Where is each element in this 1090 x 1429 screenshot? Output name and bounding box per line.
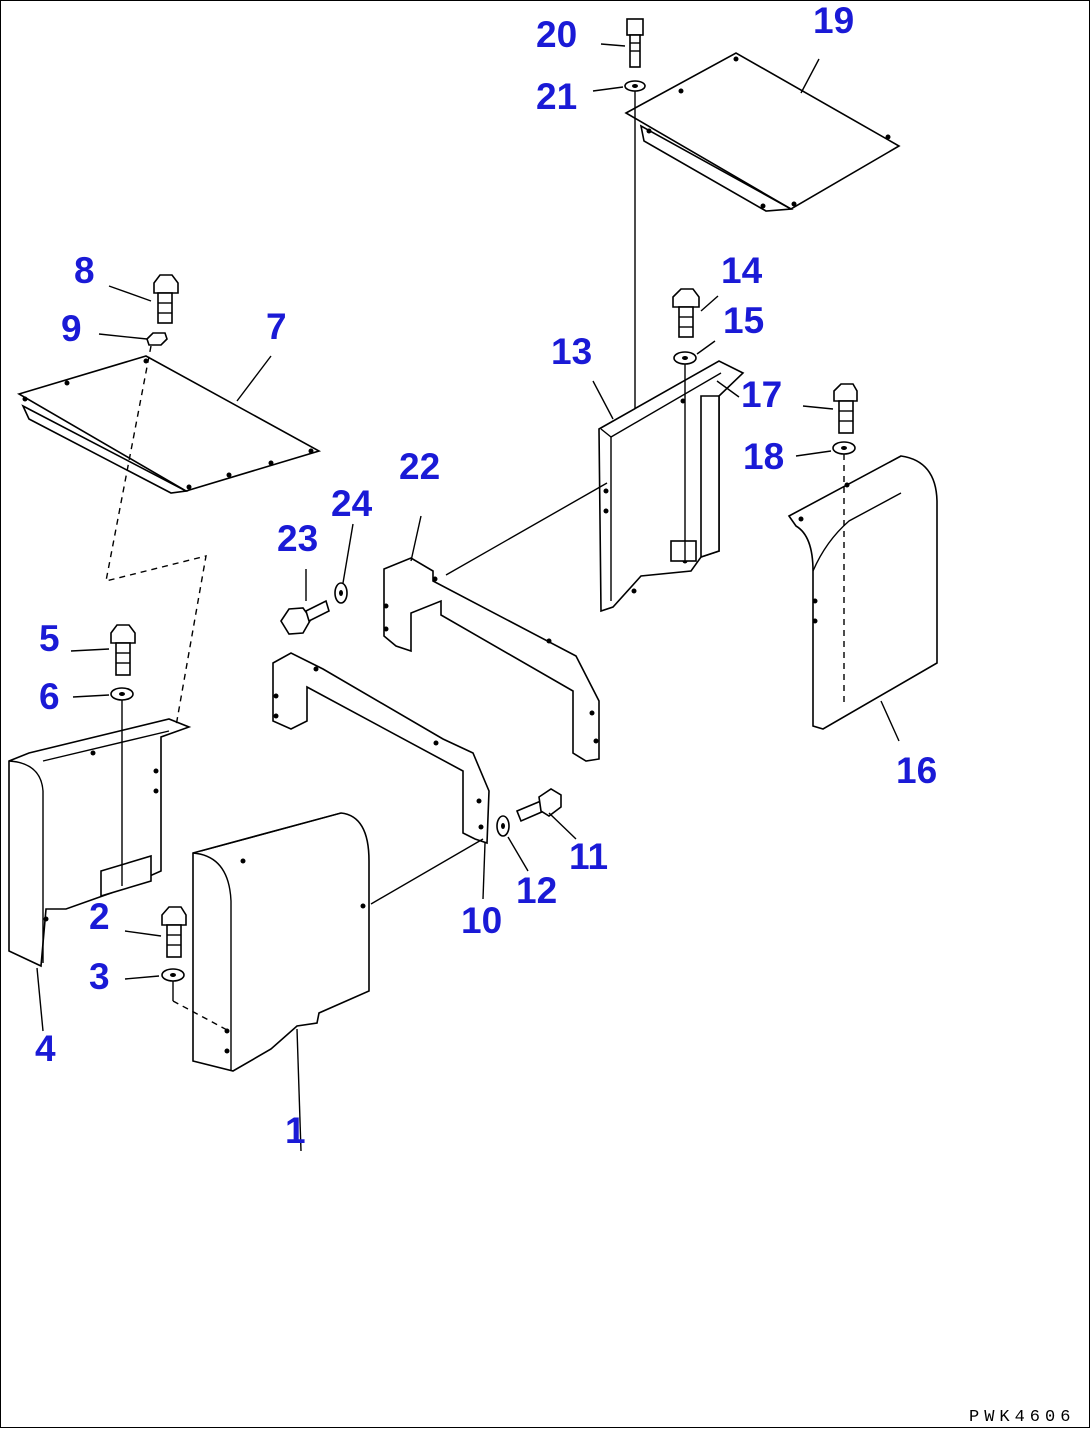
callout-14: 14 — [721, 250, 763, 291]
callout-1: 1 — [285, 1110, 306, 1151]
part-1-front-cover — [192, 812, 370, 1072]
part-11-bolt — [515, 788, 562, 823]
callout-17: 17 — [741, 374, 782, 415]
callout-6: 6 — [39, 676, 60, 717]
leader-lines — [36, 43, 900, 1032]
part-10-frame — [272, 652, 490, 845]
callout-24: 24 — [331, 483, 373, 524]
part-17-bolt — [833, 383, 858, 434]
part-8-bolt — [153, 274, 179, 324]
part-16-side-cover — [787, 455, 938, 730]
callout-22: 22 — [399, 446, 440, 487]
part-9-washer — [146, 332, 168, 346]
callout-19: 19 — [813, 1, 854, 41]
callout-2: 2 — [89, 896, 110, 937]
part-13-bracket — [598, 360, 745, 613]
callout-8: 8 — [74, 250, 95, 291]
part-22-frame — [383, 557, 600, 762]
drawing-code: PWK4606 — [969, 1408, 1075, 1427]
callout-13: 13 — [551, 331, 592, 372]
callout-16: 16 — [896, 750, 937, 791]
part-6-washer — [110, 687, 134, 701]
callout-4: 4 — [35, 1028, 56, 1069]
callout-18: 18 — [743, 436, 784, 477]
part-21-washer — [624, 80, 646, 92]
callout-3: 3 — [89, 956, 110, 997]
part-20-bolt — [626, 18, 644, 68]
part-7-cover-plate — [16, 355, 322, 494]
part-24-washer — [334, 582, 348, 604]
callout-11: 11 — [569, 836, 608, 877]
callout-10: 10 — [461, 900, 502, 941]
part-3-washer — [161, 968, 185, 982]
part-14-bolt — [672, 288, 700, 338]
part-5-bolt — [110, 624, 136, 676]
callout-21: 21 — [536, 76, 577, 117]
callout-7: 7 — [266, 306, 287, 347]
part-23-bolt — [280, 599, 330, 635]
part-18-washer — [832, 441, 856, 455]
callout-15: 15 — [723, 300, 764, 341]
part-4-bracket — [8, 718, 192, 968]
callout-5: 5 — [39, 618, 60, 659]
callout-23: 23 — [277, 518, 318, 559]
callout-9: 9 — [61, 308, 82, 349]
part-19-cover-plate — [624, 52, 901, 212]
part-12-washer — [496, 815, 510, 837]
part-2-bolt — [161, 906, 187, 958]
callout-12: 12 — [516, 870, 557, 911]
part-15-washer — [673, 351, 697, 365]
callout-labels: 1 2 3 4 5 6 7 8 9 10 11 12 13 14 15 16 1… — [35, 1, 937, 1151]
callout-20: 20 — [536, 14, 577, 55]
